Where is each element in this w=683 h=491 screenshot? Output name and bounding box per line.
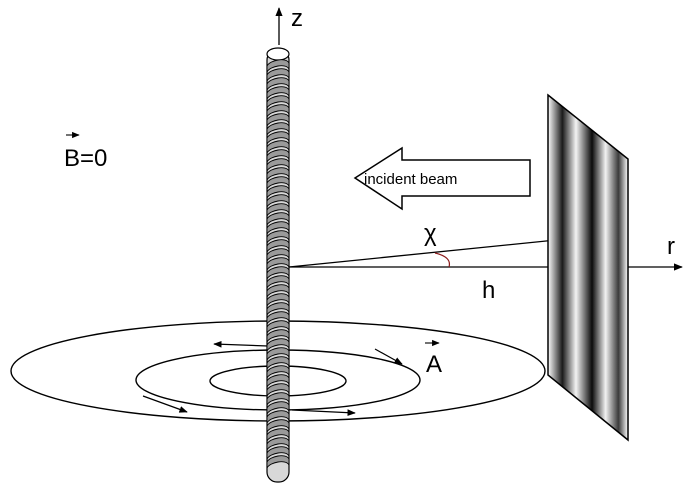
coil-turn xyxy=(266,104,290,118)
coil-turn xyxy=(266,86,290,100)
beam-label: incident beam xyxy=(364,171,457,188)
coil-turn xyxy=(266,284,290,298)
detection-screen xyxy=(547,93,629,442)
coil-turn xyxy=(266,194,290,208)
screen-panel xyxy=(547,93,629,442)
solenoid-top-cap xyxy=(266,47,290,61)
z-axis-label: z xyxy=(291,5,303,32)
coil-turn xyxy=(266,149,290,163)
coil-turn xyxy=(266,77,290,91)
ring-arrow-back-left xyxy=(213,340,269,348)
coil-turn xyxy=(266,158,290,172)
coil-turn xyxy=(266,410,290,424)
coil-turn xyxy=(266,140,290,154)
coil-turn xyxy=(266,68,290,82)
vector-potential-label: A xyxy=(426,351,442,378)
coil-turn xyxy=(266,293,290,307)
coil-turn xyxy=(266,59,290,73)
coil-turn xyxy=(266,338,290,352)
coil-turn xyxy=(266,365,290,379)
coil-turn xyxy=(266,401,290,415)
solenoid xyxy=(266,47,290,483)
coil-turn xyxy=(266,392,290,406)
ring-arrow-front-left xyxy=(142,395,188,413)
coil-turn xyxy=(266,113,290,127)
coil-turn xyxy=(266,266,290,280)
incident-beam-arrow: incident beam xyxy=(353,146,531,211)
coil-turn xyxy=(266,275,290,289)
coil-turn xyxy=(266,122,290,136)
vector-potential: A xyxy=(425,339,442,378)
coil-turn xyxy=(266,95,290,109)
coil-turn xyxy=(266,185,290,199)
coil-turn xyxy=(266,131,290,145)
ring-arrow-back-right xyxy=(374,348,403,365)
coil-turn xyxy=(266,356,290,370)
field-label: B=0 xyxy=(64,145,107,172)
coil-turn xyxy=(266,311,290,325)
coil-turn xyxy=(266,347,290,361)
r-axis-label: r xyxy=(667,233,675,260)
coil-turn xyxy=(266,374,290,388)
coil-turn xyxy=(266,437,290,451)
circulation-arrows xyxy=(142,340,403,416)
coil-turn xyxy=(266,320,290,334)
coil-turn xyxy=(266,428,290,442)
coil-turn xyxy=(266,230,290,244)
coil-turn xyxy=(266,212,290,226)
coil-turn xyxy=(266,167,290,181)
chi-angle-arc xyxy=(434,252,451,268)
coil-turn xyxy=(266,248,290,262)
field-equation: B=0 xyxy=(64,131,107,172)
chi-ray xyxy=(288,239,557,268)
coil-turn xyxy=(266,203,290,217)
solenoid-windings xyxy=(266,59,290,469)
coil-turn xyxy=(266,176,290,190)
coil-turn xyxy=(266,383,290,397)
coil-turn xyxy=(266,455,290,469)
coil-turn xyxy=(266,221,290,235)
coil-turn xyxy=(266,302,290,316)
coil-turn xyxy=(266,446,290,460)
coil-turn xyxy=(266,329,290,343)
coil-turn xyxy=(266,239,290,253)
ring-arrow-front-right xyxy=(291,409,356,416)
distance-label: h xyxy=(482,277,495,304)
coil-turn xyxy=(266,419,290,433)
angle-label: χ xyxy=(424,220,437,247)
